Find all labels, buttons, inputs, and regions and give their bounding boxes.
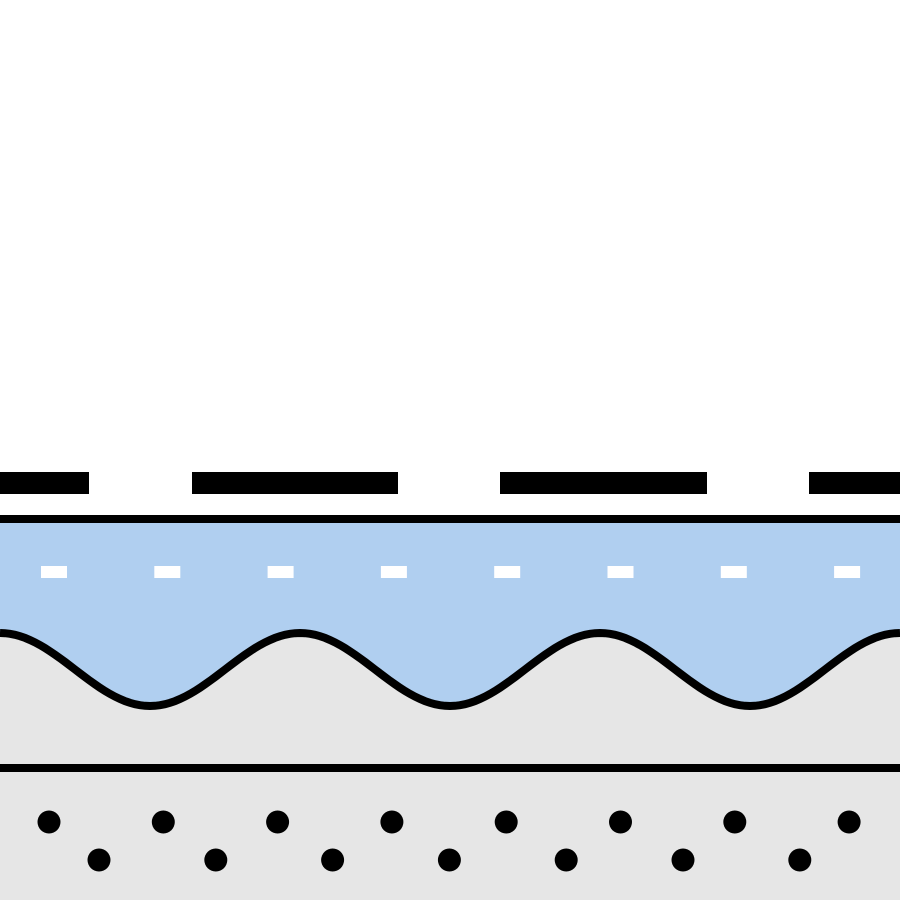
- water-dash: [834, 566, 861, 578]
- top-dash-segment: [500, 472, 707, 494]
- water-dash: [720, 566, 747, 578]
- pebble: [837, 810, 861, 834]
- pebble: [788, 848, 812, 872]
- pebble: [204, 848, 228, 872]
- pebble: [723, 810, 747, 834]
- top-dash-segment: [809, 472, 900, 494]
- pebble: [266, 810, 290, 834]
- pebble-layer: [37, 810, 861, 872]
- pebble: [151, 810, 175, 834]
- water-layer: [0, 519, 900, 706]
- pebble: [37, 810, 61, 834]
- pebble: [671, 848, 695, 872]
- water-dash: [154, 566, 181, 578]
- water-ground-wave-line: [0, 628, 900, 711]
- pebble: [321, 848, 345, 872]
- pebble: [494, 810, 518, 834]
- pebble: [554, 848, 578, 872]
- top-dash-segment: [0, 472, 89, 494]
- top-dash-segment: [192, 472, 398, 494]
- dashed-top-boundary: [0, 472, 900, 494]
- water-dash: [607, 566, 634, 578]
- water-dash: [41, 566, 67, 578]
- water-surface-dashes: [41, 566, 861, 578]
- pebble: [437, 848, 461, 872]
- water-dash: [267, 566, 294, 578]
- pebble: [380, 810, 404, 834]
- pebble: [87, 848, 111, 872]
- pebble: [609, 810, 632, 834]
- water-dash: [494, 566, 521, 578]
- water-dash: [380, 566, 407, 578]
